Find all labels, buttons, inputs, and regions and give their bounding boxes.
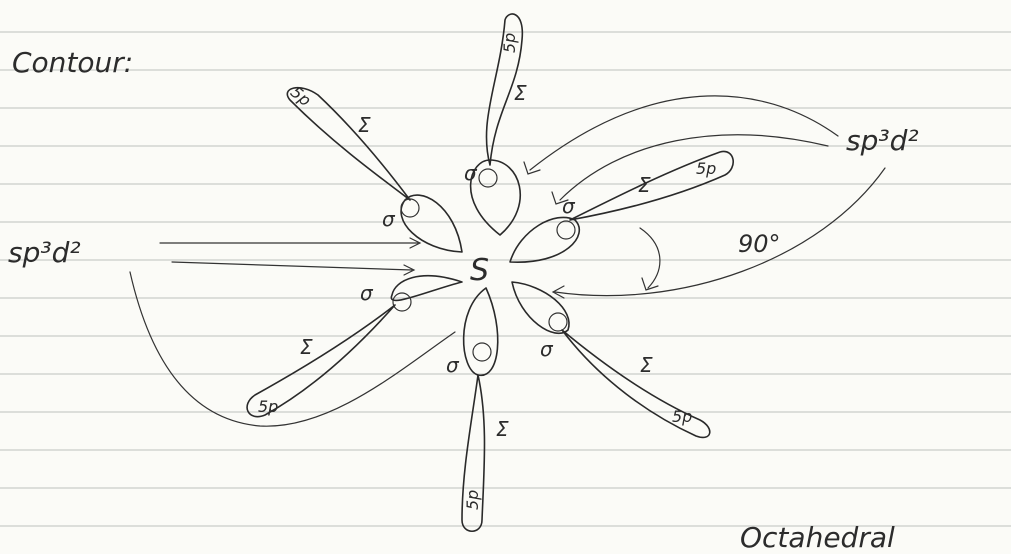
inner-lobe-bottom — [464, 288, 498, 375]
arrow-right-2 — [560, 135, 828, 200]
hybrid-label-right: sp³d² — [846, 124, 919, 157]
hybrid-arrows-right — [524, 96, 885, 298]
electron-pair-upper-right — [557, 221, 575, 239]
bond-label-top: Σ — [514, 81, 527, 105]
angle-arrowhead — [642, 278, 658, 290]
outer-label-lower-left: 5p — [258, 397, 278, 416]
ruled-lines — [0, 32, 1011, 526]
bond-label-upper-left: Σ — [358, 113, 371, 137]
outer-label-upper-left: 5p — [287, 82, 315, 110]
outer-label-lower-right: 5p — [672, 407, 692, 426]
bond-label-bottom: Σ — [496, 417, 509, 441]
inner-label-upper-right: σ — [562, 194, 576, 218]
diagram-title: Contour: — [12, 46, 133, 79]
inner-label-lower-right: σ — [540, 337, 554, 361]
outer-label-top: 5p — [500, 33, 519, 53]
angle-arc — [640, 228, 660, 288]
orbital-lobe-lower-left: 5p Σ σ — [247, 276, 462, 417]
inner-label-bottom: σ — [446, 353, 460, 377]
inner-label-upper-left: σ — [382, 207, 396, 231]
inner-lobe-lower-right — [512, 282, 569, 333]
angle-label: 90° — [738, 230, 781, 258]
orbital-lobe-upper-right: 5p Σ σ — [510, 151, 733, 262]
arrow-left-3 — [130, 272, 455, 426]
bond-label-upper-right: Σ — [638, 173, 651, 197]
orbital-lobe-bottom: 5p Σ σ — [446, 288, 509, 531]
electron-pair-upper-left — [401, 199, 419, 217]
outer-label-upper-right: 5p — [696, 159, 716, 178]
outer-label-bottom: 5p — [463, 490, 482, 510]
inner-label-lower-left: σ — [360, 281, 374, 305]
caption-octahedral: Octahedral — [740, 521, 895, 554]
central-atom-label: S — [470, 253, 489, 288]
orbital-lobe-top: 5p Σ σ — [464, 14, 527, 235]
inner-lobe-upper-right — [510, 217, 579, 262]
arrow-right-1 — [530, 96, 838, 170]
arrow-right-3 — [555, 168, 885, 296]
arrow-left-2 — [172, 262, 412, 270]
bond-label-lower-left: Σ — [300, 335, 313, 359]
inner-lobe-lower-left — [391, 276, 462, 301]
inner-lobe-top — [471, 160, 521, 235]
electron-pair-lower-left — [393, 293, 411, 311]
bond-label-lower-right: Σ — [640, 353, 653, 377]
inner-label-top: σ — [464, 161, 478, 185]
hybrid-label-left: sp³d² — [8, 236, 81, 269]
orbital-lobe-lower-right: 5p Σ σ — [512, 282, 710, 437]
electron-pair-bottom — [473, 343, 491, 361]
electron-pair-lower-right — [549, 313, 567, 331]
